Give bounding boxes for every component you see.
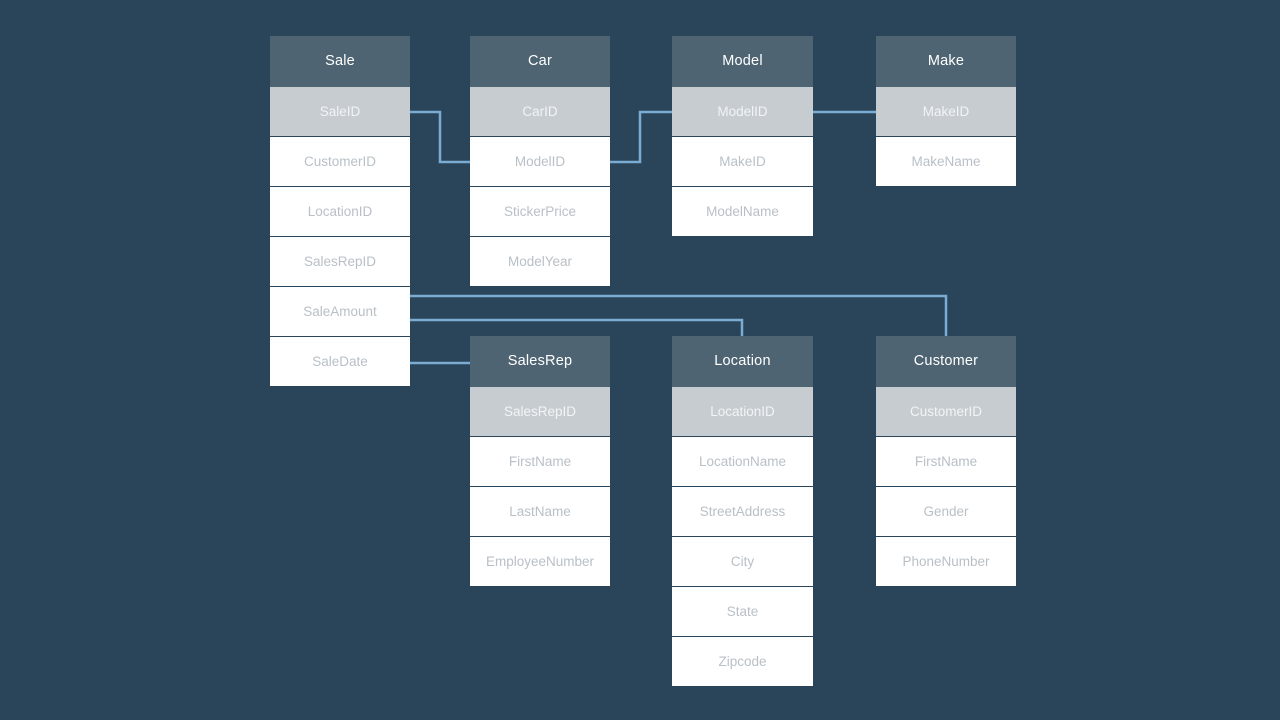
field-row-phonenumber[interactable]: PhoneNumber <box>876 536 1016 586</box>
field-row-customerid[interactable]: CustomerID <box>270 136 410 186</box>
entity-title-make: Make <box>876 36 1016 86</box>
entity-title-location: Location <box>672 336 813 386</box>
primary-key-row-customerid[interactable]: CustomerID <box>876 386 1016 436</box>
field-row-lastname[interactable]: LastName <box>470 486 610 536</box>
relationship-sale-to-car <box>410 110 470 164</box>
field-row-gender[interactable]: Gender <box>876 486 1016 536</box>
entity-title-model: Model <box>672 36 813 86</box>
primary-key-row-salesrepid[interactable]: SalesRepID <box>470 386 610 436</box>
field-row-locationid[interactable]: LocationID <box>270 186 410 236</box>
primary-key-row-modelid[interactable]: ModelID <box>672 86 813 136</box>
field-row-firstname[interactable]: FirstName <box>470 436 610 486</box>
field-row-makename[interactable]: MakeName <box>876 136 1016 186</box>
field-row-employeenumber[interactable]: EmployeeNumber <box>470 536 610 586</box>
field-row-modelyear[interactable]: ModelYear <box>470 236 610 286</box>
entity-title-sale: Sale <box>270 36 410 86</box>
entity-title-customer: Customer <box>876 336 1016 386</box>
field-row-modelid[interactable]: ModelID <box>470 136 610 186</box>
field-row-zipcode[interactable]: Zipcode <box>672 636 813 686</box>
relationship-sale-to-customer <box>410 294 948 336</box>
field-row-modelname[interactable]: ModelName <box>672 186 813 236</box>
field-row-locationname[interactable]: LocationName <box>672 436 813 486</box>
entity-title-car: Car <box>470 36 610 86</box>
primary-key-row-saleid[interactable]: SaleID <box>270 86 410 136</box>
field-row-saledate[interactable]: SaleDate <box>270 336 410 386</box>
primary-key-row-makeid[interactable]: MakeID <box>876 86 1016 136</box>
field-row-salesrepid[interactable]: SalesRepID <box>270 236 410 286</box>
primary-key-row-carid[interactable]: CarID <box>470 86 610 136</box>
field-row-firstname[interactable]: FirstName <box>876 436 1016 486</box>
field-row-streetaddress[interactable]: StreetAddress <box>672 486 813 536</box>
field-row-city[interactable]: City <box>672 536 813 586</box>
field-row-stickerprice[interactable]: StickerPrice <box>470 186 610 236</box>
relationship-sale-to-location <box>410 318 744 336</box>
primary-key-row-locationid[interactable]: LocationID <box>672 386 813 436</box>
field-row-makeid[interactable]: MakeID <box>672 136 813 186</box>
relationship-car-to-model <box>610 110 672 164</box>
field-row-state[interactable]: State <box>672 586 813 636</box>
entity-title-salesrep: SalesRep <box>470 336 610 386</box>
field-row-saleamount[interactable]: SaleAmount <box>270 286 410 336</box>
